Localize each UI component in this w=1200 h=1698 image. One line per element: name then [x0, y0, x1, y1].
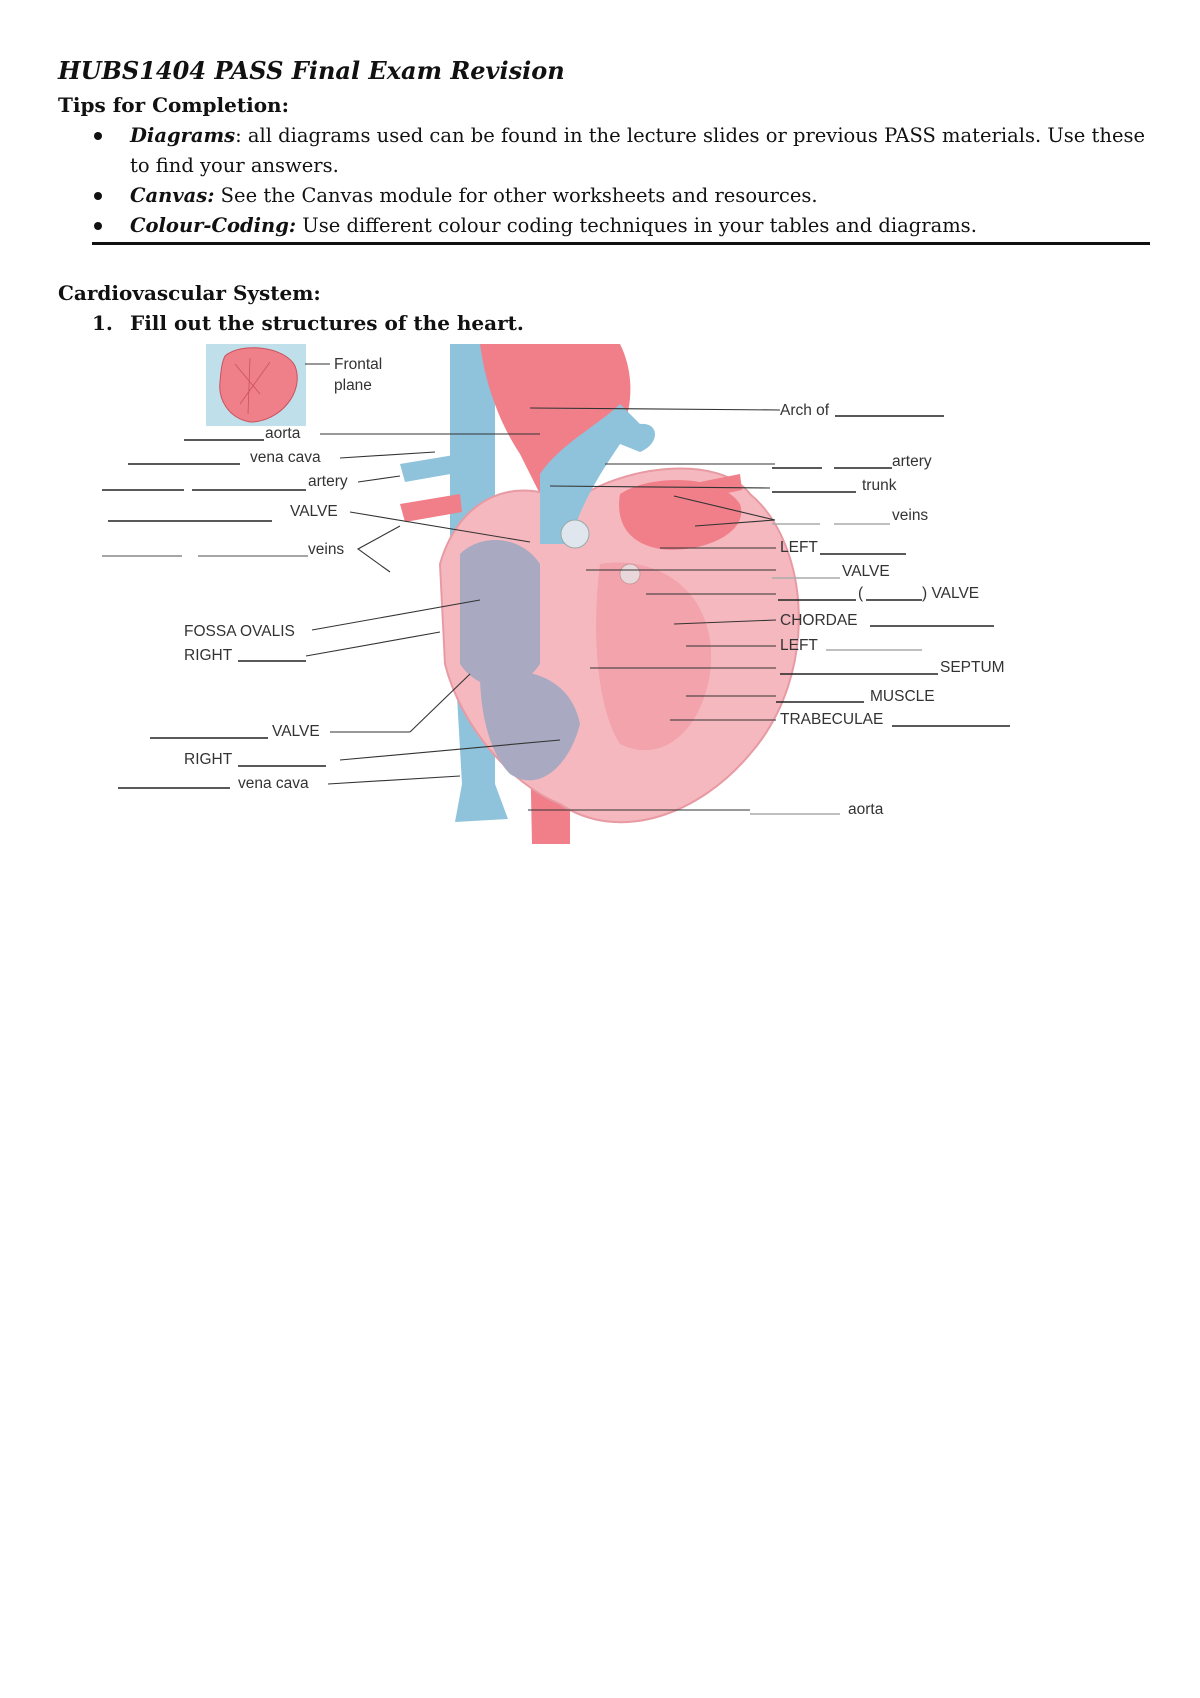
- label-mitral-valve: ) VALVE: [922, 585, 979, 602]
- label-pulmonary-veins-right: veins: [892, 507, 928, 524]
- tip-text: Use different colour coding techniques i…: [296, 214, 977, 237]
- tips-heading: Tips for Completion:: [58, 93, 289, 117]
- label-left-atrium: LEFT: [780, 539, 818, 556]
- label-descending-aorta: aorta: [848, 801, 884, 818]
- bullet-icon: [94, 132, 102, 140]
- tip-text: : all diagrams used can be found in the …: [130, 124, 1146, 177]
- tip-label: Diagrams: [130, 124, 236, 147]
- heart-illustration: [400, 344, 800, 844]
- label-left-ventricle: LEFT: [780, 637, 818, 654]
- heart-diagram: Frontal plane aorta vena ca: [102, 344, 1010, 844]
- question-number: 1.: [92, 311, 113, 335]
- bullet-icon: [94, 192, 102, 200]
- question-text: Fill out the structures of the heart.: [130, 311, 524, 335]
- label-fossa-ovalis: FOSSA OVALIS: [184, 623, 295, 640]
- label-veins-left: veins: [308, 541, 344, 558]
- section-divider: [92, 242, 1150, 245]
- right-labels: Arch of artery trunk veins LEFT VALVE ( …: [528, 402, 1010, 818]
- label-right-atrium: RIGHT: [184, 647, 233, 664]
- label-valve-left-bottom: VALVE: [272, 723, 320, 740]
- label-pulmonary-artery-right: artery: [892, 453, 932, 470]
- label-trabeculae: TRABECULAE: [780, 711, 883, 728]
- tip-item-colour-coding: Colour-Coding: Use different colour codi…: [92, 211, 1152, 241]
- label-superior-vena-cava: vena cava: [250, 449, 321, 466]
- label-chordae: CHORDAE: [780, 612, 858, 629]
- left-labels: aorta vena cava artery VALVE veins FOSSA…: [102, 425, 561, 792]
- label-inferior-vena-cava: vena cava: [238, 775, 309, 792]
- frontal-plane-inset: [206, 344, 306, 426]
- label-interventricular-septum: SEPTUM: [940, 659, 1005, 676]
- question-1: 1. Fill out the structures of the heart.: [92, 311, 524, 335]
- label-aorta-top: aorta: [265, 425, 301, 442]
- label-pulmonary-artery-left: artery: [308, 473, 348, 490]
- tip-label: Canvas:: [130, 184, 215, 207]
- inset-label-frontal: Frontal: [334, 356, 382, 373]
- tip-item-diagrams: Diagrams: all diagrams used can be found…: [92, 121, 1152, 181]
- label-right-ventricle: RIGHT: [184, 751, 233, 768]
- page-title: HUBS1404 PASS Final Exam Revision: [58, 56, 565, 85]
- tip-label: Colour-Coding:: [130, 214, 297, 237]
- section-heading: Cardiovascular System:: [58, 281, 321, 305]
- inset-label-plane: plane: [334, 377, 372, 394]
- label-papillary-muscle: MUSCLE: [870, 688, 935, 705]
- tip-text: See the Canvas module for other workshee…: [214, 184, 818, 207]
- label-pulmonary-trunk: trunk: [862, 477, 897, 494]
- label-valve-left-top: VALVE: [290, 503, 338, 520]
- label-aortic-valve: VALVE: [842, 563, 890, 580]
- tip-item-canvas: Canvas: See the Canvas module for other …: [92, 181, 1152, 211]
- label-arch-of: Arch of: [780, 402, 830, 419]
- label-bicuspid-paren-open: (: [858, 585, 864, 602]
- tips-list: Diagrams: all diagrams used can be found…: [92, 121, 1152, 241]
- bullet-icon: [94, 222, 102, 230]
